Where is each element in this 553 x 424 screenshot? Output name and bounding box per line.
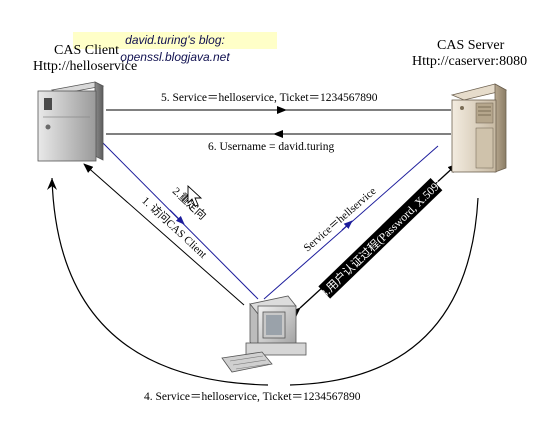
cursor-icon <box>187 184 203 207</box>
arrow-step1 <box>83 163 245 306</box>
arrow-step4-curve <box>47 177 479 386</box>
step5-label: 5. Service＝helloservice, Ticket＝12345678… <box>161 92 378 104</box>
step3-label: 3.用户认证过程(Password, X.509) <box>317 177 444 301</box>
client-url: Http://helloservice <box>33 59 138 74</box>
step4-label: 4. Service＝helloservice, Ticket＝12345678… <box>144 391 361 403</box>
redirect-line <box>98 138 259 300</box>
server-tower-icon <box>450 83 508 173</box>
arrowhead-step4 <box>47 178 57 190</box>
user-pc-icon <box>221 295 307 373</box>
step6-label: 6. Username = david.turing <box>208 141 334 153</box>
client-server-icon <box>37 81 105 162</box>
client-title: CAS Client <box>54 43 119 58</box>
blog-watermark: david.turing's blog: openssl.blogjava.ne… <box>73 32 277 64</box>
server-url: Http://caserver:8080 <box>412 54 528 69</box>
server-title: CAS Server <box>437 38 505 53</box>
step3-banner: 3.用户认证过程(Password, X.509) <box>317 177 444 301</box>
